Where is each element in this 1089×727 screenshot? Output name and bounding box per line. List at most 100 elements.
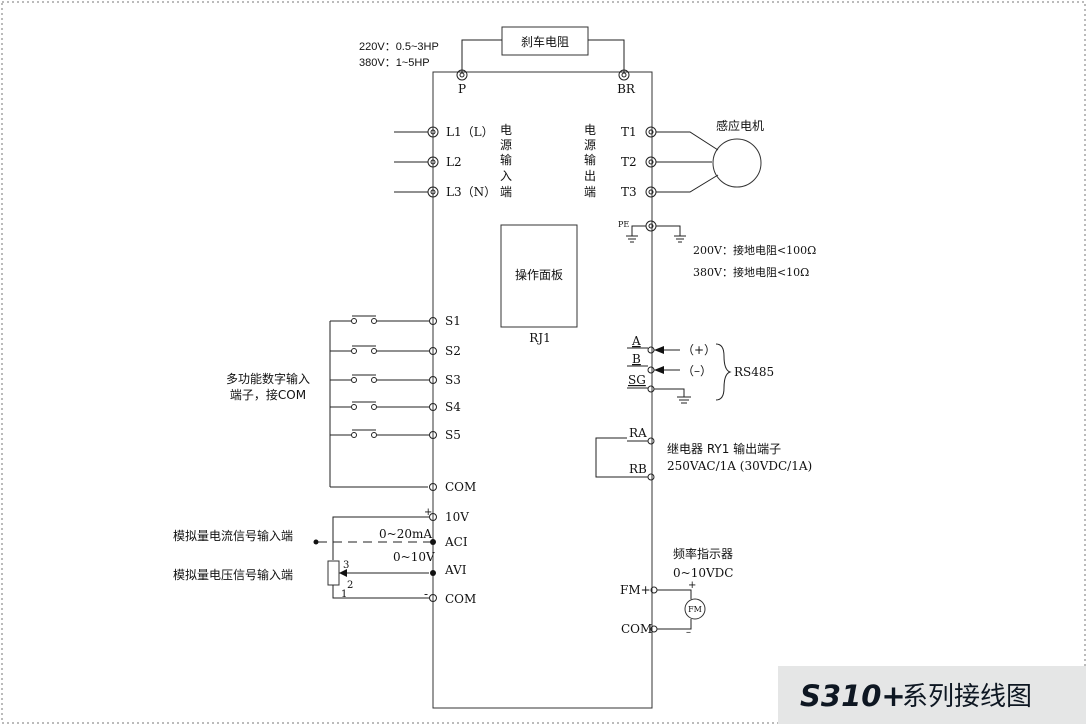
terminal-s4 [429, 403, 437, 411]
terminal-avi-label: AVI [444, 563, 467, 577]
operation-panel: 操作面板 RJ1 [500, 224, 578, 345]
switch-s3 [330, 374, 437, 384]
terminal-t1-label: T1 [621, 125, 637, 139]
terminal-t2-label: T2 [621, 155, 637, 169]
frequency-meter: 频率指示器 0~10VDC FM+ COM + FM – [620, 546, 733, 638]
inverter-body [432, 71, 653, 709]
voltage-input-label: 模拟量电压信号输入端 [173, 567, 293, 582]
power-input: L1（L） L2 L3（N） 电 源 输 入 端 [394, 123, 512, 199]
terminal-l3-label: L3（N） [446, 185, 496, 199]
motor-label: 感应电机 [716, 118, 764, 133]
terminal-fm-com-label: COM [621, 622, 652, 636]
terminal-com-label: COM [445, 480, 476, 494]
induction-motor [712, 138, 762, 188]
terminal-p [456, 69, 468, 81]
rs485-minus-label: （–） [682, 364, 712, 378]
current-input-label: 模拟量电流信号输入端 [173, 528, 293, 543]
power-input-label-char: 输 [500, 152, 512, 167]
terminal-br [618, 69, 630, 81]
terminal-10v [429, 513, 437, 521]
relay-output: RA RB 继电器 RY1 输出端子 250VAC/1A (30VDC/1A) [595, 426, 812, 481]
digital-input-label-line2: 端子，接COM [230, 387, 306, 402]
terminal-pe [645, 220, 657, 232]
power-input-label-char: 入 [500, 169, 512, 183]
minus-sign: - [424, 587, 428, 601]
terminal-avi [430, 570, 436, 576]
terminal-s5 [429, 431, 437, 439]
terminal-fm-label: FM+ [620, 583, 651, 597]
rj1-port-label: RJ1 [529, 331, 550, 345]
rs485-label: RS485 [734, 365, 774, 379]
model-name: S310+ [800, 679, 906, 713]
terminal-rb-label: RB [629, 462, 647, 476]
ground-note-380v: 380V：接地电阻<10Ω [693, 266, 809, 279]
ground-note-200v: 200V：接地电阻<100Ω [693, 244, 816, 257]
terminal-10v-label: 10V [445, 510, 469, 524]
terminal-t3 [645, 186, 657, 198]
power-output: 电 源 输 出 端 T1 T2 T3 感应电机 [584, 118, 764, 199]
rs485-b-arrow [654, 366, 664, 374]
switch-s5 [330, 429, 437, 439]
footer-background [778, 666, 1086, 724]
terminal-s2-label: S2 [445, 344, 461, 358]
terminal-aci-label: ACI [444, 535, 468, 549]
terminal-t3-label: T3 [621, 185, 637, 199]
terminal-t1 [645, 126, 657, 138]
plus-sign: + [424, 507, 432, 518]
relay-label-line1: 继电器 RY1 输出端子 [667, 441, 781, 456]
terminal-sg [647, 385, 655, 393]
terminal-s3 [429, 376, 437, 384]
terminal-l3 [427, 186, 439, 198]
terminal-p-label: P [458, 82, 466, 96]
terminal-com-digital [429, 483, 437, 491]
power-output-label-char: 端 [584, 185, 596, 199]
fm-meter [684, 598, 706, 620]
power-output-label-char: 出 [584, 169, 596, 183]
power-input-label-char: 源 [500, 138, 512, 152]
terminal-b [647, 366, 655, 374]
analog-inputs: 10V + ACI 0~20mA AVI 0~10V 3 2 1 COM - 模… [173, 507, 476, 606]
potentiometer-wiper-arrow [339, 569, 347, 577]
power-output-label-char: 输 [584, 152, 596, 167]
relay-label-line2: 250VAC/1A (30VDC/1A) [667, 459, 812, 473]
aci-source-dot [313, 539, 319, 545]
terminal-com-analog-label: COM [445, 592, 476, 606]
brake-resistor-box [501, 26, 589, 56]
terminal-s1 [429, 317, 437, 325]
operation-panel-box [500, 224, 578, 328]
voltage-range-label: 0~10V [393, 550, 435, 564]
brake-wire-p [461, 39, 502, 72]
rs485-a-arrow [654, 346, 664, 354]
terminal-l1-label: L1（L） [446, 125, 494, 139]
terminal-b-label: B [632, 352, 641, 366]
terminal-s5-label: S5 [445, 428, 461, 442]
rs485-port: A B SG （+） （–） RS485 [627, 334, 774, 404]
terminal-l1 [427, 126, 439, 138]
freq-meter-label-line2: 0~10VDC [673, 566, 733, 580]
rs485-brace [715, 343, 732, 401]
terminal-l2 [427, 156, 439, 168]
brake-rating-380v: 380V：1~5HP [359, 57, 430, 69]
terminal-s2 [429, 347, 437, 355]
freq-meter-label-line1: 频率指示器 [673, 546, 733, 561]
terminal-rb [647, 473, 655, 481]
terminal-aci [430, 539, 436, 545]
power-output-label-char: 源 [584, 138, 596, 152]
potentiometer [327, 560, 340, 586]
terminal-s4-label: S4 [445, 400, 461, 414]
terminal-br-label: BR [617, 82, 636, 96]
terminal-ra-label: RA [629, 426, 647, 440]
brake-wire-br [588, 39, 625, 72]
terminal-ra [647, 437, 655, 445]
switch-s1 [330, 315, 437, 325]
fm-meter-label: FM [688, 605, 702, 614]
terminal-l2-label: L2 [446, 155, 462, 169]
current-range-label: 0~20mA [379, 527, 432, 541]
footer: S310+ 系列接线图 [778, 666, 1086, 724]
switch-s2 [330, 345, 437, 355]
terminal-s3-label: S3 [445, 373, 461, 387]
brake-rating-220v: 220V：0.5~3HP [359, 41, 439, 53]
operation-panel-label: 操作面板 [515, 267, 563, 282]
